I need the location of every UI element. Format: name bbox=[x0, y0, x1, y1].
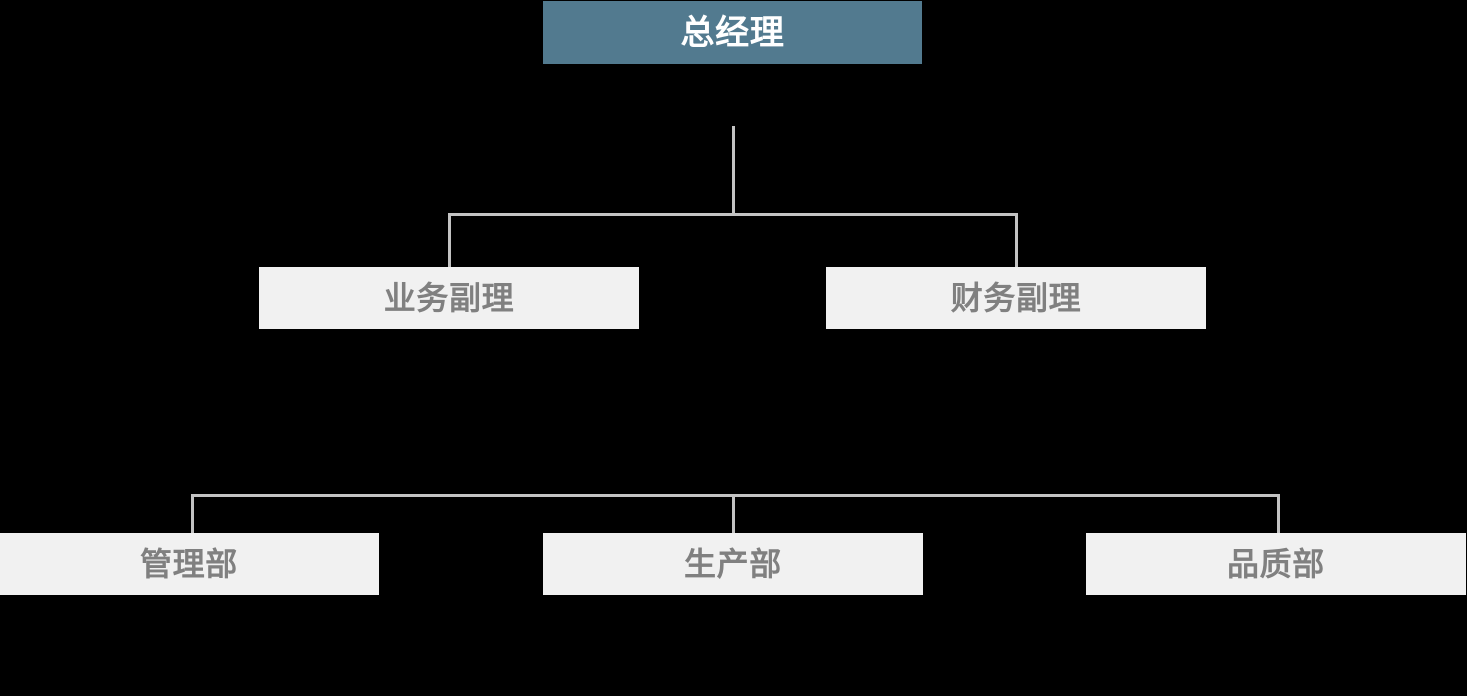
org-node-general-manager[interactable]: 总经理 bbox=[543, 1, 922, 64]
org-node-label-vp-business: 业务副理 bbox=[383, 280, 515, 316]
org-node-label-dept-production: 生产部 bbox=[684, 546, 782, 582]
org-node-label-general-manager: 总经理 bbox=[680, 13, 785, 52]
connector-to-dept-admin bbox=[191, 494, 194, 536]
org-node-label-dept-admin: 管理部 bbox=[140, 546, 238, 582]
org-node-vp-finance[interactable]: 财务副理 bbox=[826, 267, 1206, 329]
org-node-label-vp-finance: 财务副理 bbox=[950, 280, 1082, 316]
org-node-dept-production[interactable]: 生产部 bbox=[543, 533, 923, 595]
connector-to-vp-business bbox=[448, 213, 451, 269]
connector-gm-trunk bbox=[732, 126, 735, 214]
connector-level3-bus bbox=[191, 494, 1280, 497]
connector-to-vp-finance bbox=[1015, 213, 1018, 269]
org-node-label-dept-quality: 品质部 bbox=[1227, 546, 1325, 582]
connector-to-dept-production bbox=[732, 494, 735, 536]
org-node-vp-business[interactable]: 业务副理 bbox=[259, 267, 639, 329]
connector-level2-bus bbox=[448, 213, 1018, 216]
org-node-dept-admin[interactable]: 管理部 bbox=[0, 533, 379, 595]
connector-to-dept-quality bbox=[1277, 494, 1280, 536]
org-node-dept-quality[interactable]: 品质部 bbox=[1086, 533, 1466, 595]
